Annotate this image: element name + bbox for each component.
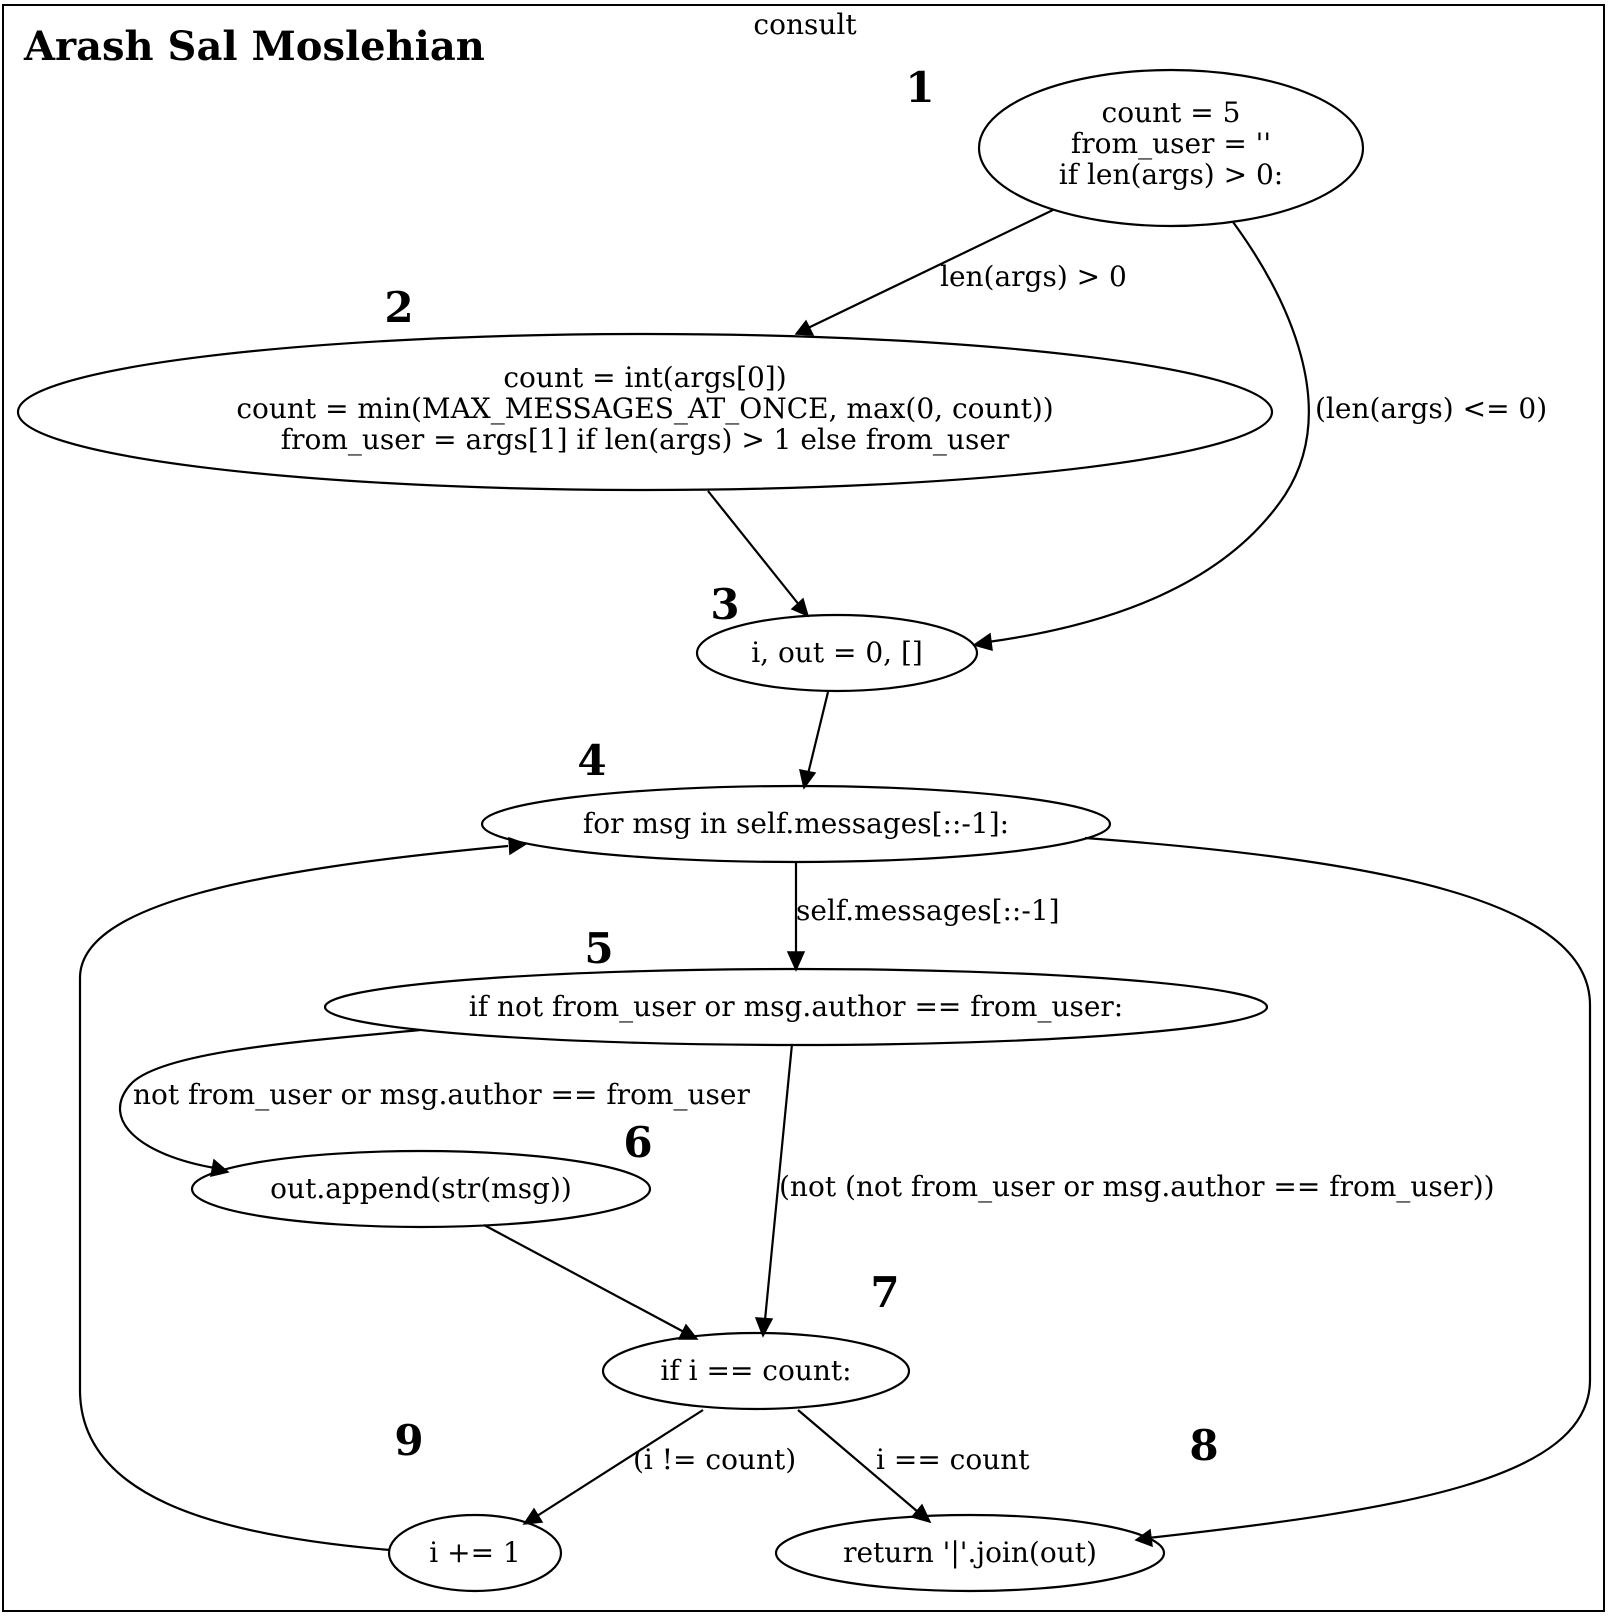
edge-7-to-8-label: i == count bbox=[876, 1443, 1030, 1476]
edges: len(args) > 0 (len(args) <= 0) self.mess… bbox=[78, 209, 1592, 1552]
edge-7-to-9-label: (i != count) bbox=[633, 1443, 796, 1476]
node-5-line-1: if not from_user or msg.author == from_u… bbox=[469, 990, 1124, 1023]
node-1-line-1: count = 5 bbox=[1102, 96, 1241, 129]
node-2-line-2: count = min(MAX_MESSAGES_AT_ONCE, max(0,… bbox=[236, 392, 1053, 425]
edge-7-to-9-arrowhead bbox=[522, 1507, 544, 1525]
edge-4-to-5-arrowhead bbox=[786, 951, 806, 972]
edge-7-to-8-arrowhead bbox=[910, 1503, 932, 1524]
node-3: 3 i, out = 0, [] bbox=[695, 580, 979, 693]
edge-3-to-4-arrowhead bbox=[799, 769, 817, 790]
node-1: 1 count = 5 from_user = '' if len(args) … bbox=[905, 63, 1365, 228]
node-6: 6 out.append(str(msg)) bbox=[190, 1118, 653, 1229]
node-9-number: 9 bbox=[394, 1416, 423, 1465]
node-1-number: 1 bbox=[905, 63, 934, 112]
node-3-line-1: i, out = 0, [] bbox=[751, 636, 923, 669]
edge-4-to-8 bbox=[1084, 836, 1592, 1540]
node-1-shape bbox=[977, 68, 1365, 228]
edge-5-to-7-label: (not (not from_user or msg.author == fro… bbox=[779, 1170, 1495, 1203]
node-9-shape bbox=[387, 1513, 563, 1593]
edge-1-to-3 bbox=[987, 221, 1310, 644]
node-1-line-2: from_user = '' bbox=[1071, 127, 1271, 160]
nodes: 1 count = 5 from_user = '' if len(args) … bbox=[16, 63, 1365, 1593]
node-9-line-1: i += 1 bbox=[429, 1536, 521, 1569]
edge-5-to-7 bbox=[763, 1043, 794, 1321]
edge-6-to-7 bbox=[483, 1224, 685, 1333]
node-2-number: 2 bbox=[384, 283, 413, 332]
node-1-line-3: if len(args) > 0: bbox=[1059, 158, 1284, 191]
edge-1-to-2-label: len(args) > 0 bbox=[940, 260, 1127, 293]
node-5-number: 5 bbox=[584, 924, 613, 973]
node-4: 4 for msg in self.messages[::-1]: bbox=[480, 736, 1112, 864]
node-4-number: 4 bbox=[577, 736, 606, 785]
node-2-shape bbox=[16, 332, 1274, 492]
node-5-shape bbox=[323, 967, 1269, 1047]
edge-1-to-3-arrowhead bbox=[972, 632, 993, 652]
cluster-title: consult bbox=[753, 8, 857, 41]
node-7-line-1: if i == count: bbox=[660, 1354, 851, 1387]
edge-7-to-8 bbox=[797, 1409, 919, 1513]
edge-2-to-3-arrowhead bbox=[790, 597, 810, 618]
edge-1-to-3-label: (len(args) <= 0) bbox=[1315, 392, 1547, 425]
node-7-number: 7 bbox=[870, 1268, 899, 1317]
node-8-number: 8 bbox=[1189, 1421, 1218, 1470]
node-6-line-1: out.append(str(msg)) bbox=[270, 1172, 572, 1205]
node-6-number: 6 bbox=[623, 1118, 652, 1167]
node-4-shape bbox=[480, 784, 1112, 864]
edge-2-to-3 bbox=[707, 490, 801, 607]
edge-3-to-4 bbox=[806, 691, 830, 775]
author-title: Arash Sal Moslehian bbox=[23, 23, 485, 70]
node-2-line-3: from_user = args[1] if len(args) > 1 els… bbox=[281, 423, 1010, 456]
node-8-line-1: return '|'.join(out) bbox=[843, 1536, 1097, 1569]
cluster-frame bbox=[2, 4, 1605, 1612]
edge-5-to-6-label: not from_user or msg.author == from_user bbox=[133, 1078, 750, 1111]
edge-5-to-7-arrowhead bbox=[754, 1317, 774, 1338]
node-3-number: 3 bbox=[710, 580, 739, 629]
node-5: 5 if not from_user or msg.author == from… bbox=[323, 924, 1269, 1047]
edge-4-to-5-label: self.messages[::-1] bbox=[796, 894, 1060, 927]
node-7: 7 if i == count: bbox=[601, 1268, 911, 1411]
edge-5-to-6 bbox=[118, 1028, 421, 1170]
edge-1-to-2 bbox=[807, 209, 1054, 329]
node-2-line-1: count = int(args[0]) bbox=[503, 361, 786, 394]
node-8: 8 return '|'.join(out) bbox=[774, 1421, 1219, 1593]
node-7-shape bbox=[601, 1331, 911, 1411]
node-9: 9 i += 1 bbox=[387, 1416, 563, 1593]
node-6-shape bbox=[190, 1149, 652, 1229]
edge-1-to-2-arrowhead bbox=[794, 319, 815, 336]
node-3-shape bbox=[695, 613, 979, 693]
edge-9-to-4 bbox=[78, 844, 509, 1552]
node-4-line-1: for msg in self.messages[::-1]: bbox=[583, 807, 1009, 840]
node-8-shape bbox=[774, 1513, 1166, 1593]
node-2: 2 count = int(args[0]) count = min(MAX_M… bbox=[16, 283, 1274, 492]
edge-7-to-9 bbox=[536, 1409, 704, 1517]
